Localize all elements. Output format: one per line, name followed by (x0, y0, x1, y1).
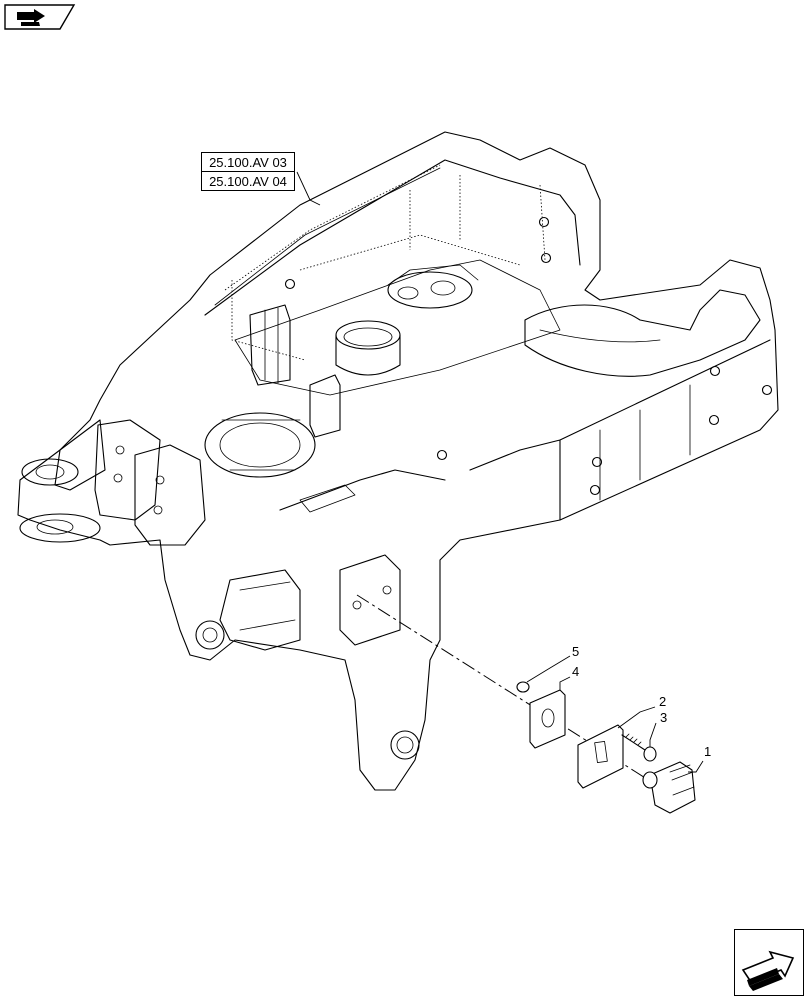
callout-3: 3 (660, 710, 668, 725)
reference-label-2[interactable]: 25.100.AV 04 (201, 171, 295, 191)
callout-2: 2 (659, 694, 667, 709)
callout-4: 4 (572, 664, 580, 679)
part-mounting-plate (577, 724, 624, 789)
callout-5: 5 (572, 644, 580, 659)
part-gasket (529, 689, 566, 749)
front-axle-support-frame (17, 131, 779, 791)
forward-arrow-icon[interactable] (734, 929, 804, 996)
reference-label-1[interactable]: 25.100.AV 03 (201, 152, 295, 172)
callout-1: 1 (704, 744, 712, 759)
callout-leaders (296, 171, 704, 773)
part-washer (516, 681, 530, 693)
part-switch (642, 761, 696, 814)
return-arrow-icon[interactable] (4, 4, 76, 30)
assembly-axis-line (356, 594, 681, 801)
